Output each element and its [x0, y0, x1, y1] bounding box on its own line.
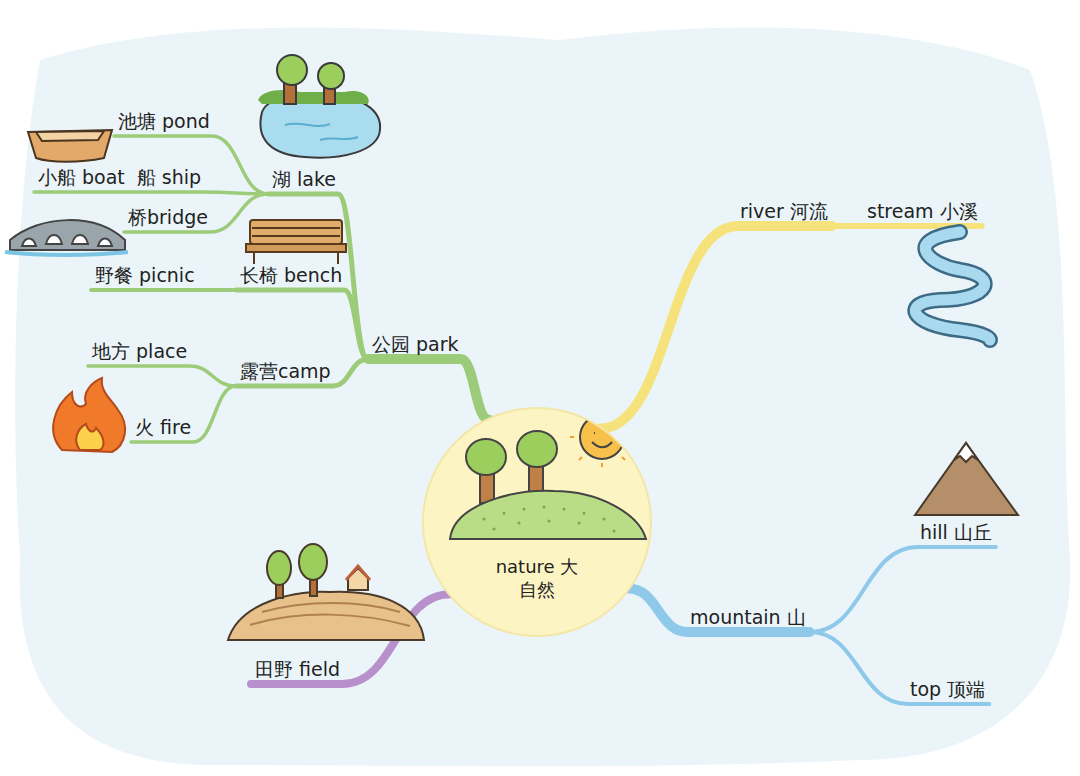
boat-picture: [28, 130, 112, 162]
branch-topic: 公园 park: [372, 332, 459, 356]
stream-picture: [915, 232, 990, 340]
branch-line: [91, 288, 236, 292]
branch-line: [628, 589, 809, 632]
branch-line: [810, 632, 990, 704]
topic-text: 地方 place: [92, 340, 187, 362]
branch-topic: top 顶端: [910, 677, 985, 701]
topic-text: hill 山丘: [920, 521, 992, 543]
topic-text: 火 fire: [135, 416, 191, 438]
mountain-picture: [915, 443, 1018, 515]
topic-text: 公园 park: [372, 333, 459, 355]
branch-topic: 长椅 bench: [240, 263, 342, 287]
bench-picture: [246, 220, 346, 264]
topic-text: stream 小溪: [867, 200, 978, 222]
branch-topic: 露营camp: [240, 359, 331, 383]
fire-picture: [53, 378, 125, 452]
branch-line: [236, 290, 368, 359]
topic-text: 池塘 pond: [118, 110, 210, 132]
branch-topic: hill 山丘: [920, 520, 992, 544]
branch-topic: 野餐 picnic: [95, 263, 195, 287]
branch-line: [600, 226, 831, 429]
branch-topic: mountain 山: [690, 605, 806, 629]
branch-topic: river 河流: [740, 199, 828, 223]
topic-text: 长椅 bench: [240, 264, 342, 286]
field-picture: [228, 544, 424, 640]
branch-line: [124, 194, 268, 232]
nature-picture: [424, 409, 652, 637]
branch-topic: 田野 field: [255, 657, 340, 681]
branch-line: [236, 359, 368, 386]
branch-topic: 池塘 pond: [118, 109, 210, 133]
topic-text: 湖 lake: [272, 168, 336, 190]
topic-text: 小船 boat: [38, 166, 125, 188]
branch-topic: 湖 lake: [272, 167, 336, 191]
branch-topic: 桥bridge: [128, 205, 208, 229]
topic-text: top 顶端: [910, 678, 985, 700]
topic-text: 野餐 picnic: [95, 264, 195, 286]
branch-line: [88, 366, 236, 386]
branch-line: [34, 192, 268, 194]
lake-picture: [258, 55, 380, 158]
topic-text: 船 ship: [137, 166, 201, 188]
bridge-picture: [5, 220, 128, 255]
branch-line: [114, 136, 268, 194]
topic-text: nature 大自然: [492, 555, 582, 601]
branch-line: [810, 547, 996, 632]
topic-text: river 河流: [740, 200, 828, 222]
branch-line: [131, 386, 236, 442]
central-topic-circle: nature 大自然: [422, 407, 652, 637]
topic-text: 露营camp: [240, 360, 331, 382]
background-blob: [15, 28, 1070, 767]
topic-text: mountain 山: [690, 606, 806, 628]
branch-line: [368, 359, 489, 420]
branch-topic: 火 fire: [135, 415, 191, 439]
topic-text: 田野 field: [255, 658, 340, 680]
branch-topic: stream 小溪: [867, 199, 978, 223]
branch-topic: 小船 boat 船 ship: [38, 165, 201, 189]
topic-text: 桥bridge: [128, 206, 208, 228]
branch-topic: 地方 place: [92, 339, 187, 363]
